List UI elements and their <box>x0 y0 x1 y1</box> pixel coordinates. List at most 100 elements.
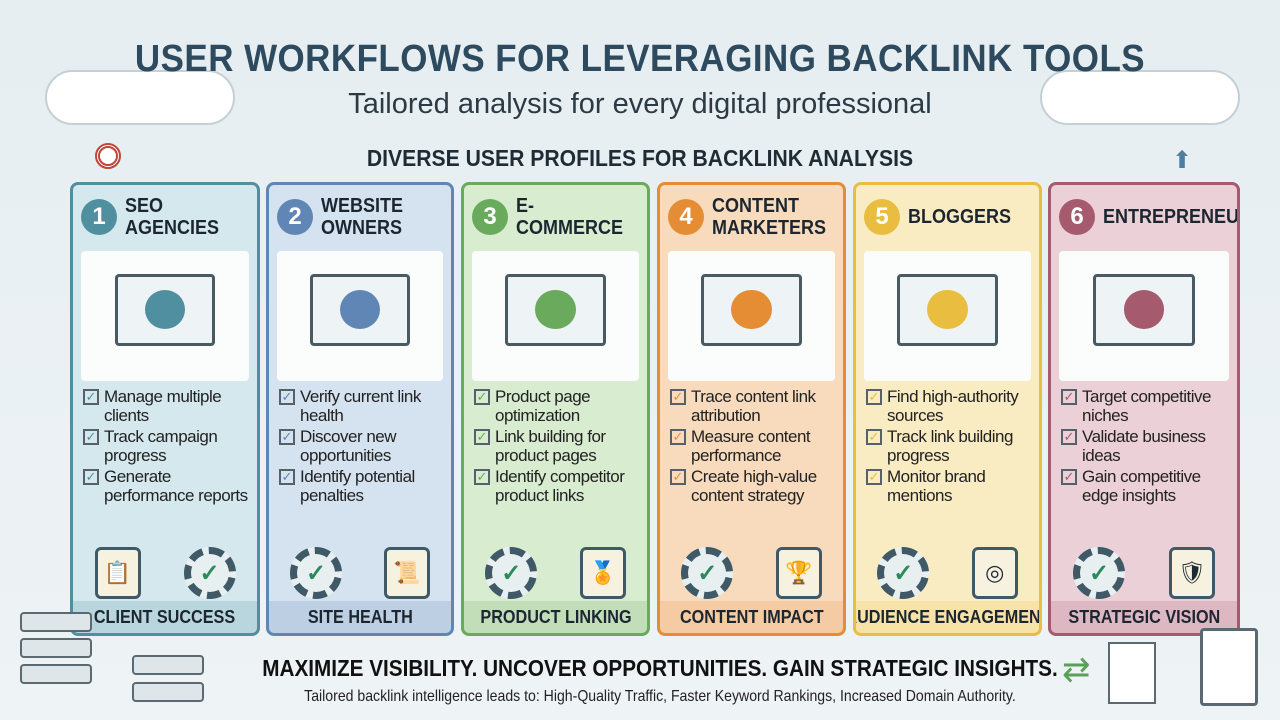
page-title: USER WORKFLOWS FOR LEVERAGING BACKLINK T… <box>134 38 1146 80</box>
list-item: ✓Gain competitive edge insights <box>1061 467 1231 505</box>
certificate-icon: 📜 <box>384 547 430 599</box>
clipboard-gear-icon: 📋 <box>94 547 141 599</box>
feature-text: Monitor brand mentions <box>887 467 986 505</box>
illustration-person-at-laptop-with-dashboards <box>81 251 249 381</box>
list-item: ✓Manage multiple clients <box>83 387 251 425</box>
arrows-icon: ⇄ <box>1062 651 1091 689</box>
tagline: MAXIMIZE VISIBILITY. UNCOVER OPPORTUNITI… <box>262 655 1058 681</box>
gear-check-icon: ✓ <box>1073 547 1125 599</box>
tagline-subtext: Tailored backlink intelligence leads to:… <box>304 688 1016 705</box>
gear-check-icon: ✓ <box>681 547 734 599</box>
list-item: ✓Product page optimization <box>474 387 641 425</box>
feature-text: Track campaign progress <box>104 427 218 465</box>
gear-check-icon: ✓ <box>290 547 342 599</box>
profile-icons: 📋✓ <box>73 547 257 599</box>
checkbox-icon: ✓ <box>279 389 295 405</box>
profile-outcome: CONTENT IMPACT <box>679 606 824 627</box>
feature-text: Product page optimization <box>495 387 591 425</box>
section-heading: DIVERSE USER PROFILES FOR BACKLINK ANALY… <box>366 145 914 171</box>
feature-text: Target competitive niches <box>1082 387 1211 425</box>
checkbox-icon: ✓ <box>670 429 686 445</box>
profile-card-6: 6 ENTREPRENEURS ✓ Target competitive nich… <box>1048 182 1240 636</box>
feature-text: Identify potential penalties <box>300 467 415 505</box>
checkbox-icon: ✓ <box>279 469 295 485</box>
list-item: ✓ Find high-authority sources <box>866 387 1033 425</box>
feature-list: ✓Verify current link health✓Discover new… <box>269 383 451 505</box>
profile-outcome: STRATEGIC VISION <box>1068 606 1220 627</box>
profile-header: 6 ENTREPRENEURS <box>1051 185 1237 249</box>
feature-text: Validate business ideas <box>1082 427 1206 465</box>
profile-card-1: 1 SEO AGENCIES ✓Manage multiple clients✓… <box>70 182 260 636</box>
report-document-icon <box>1108 642 1156 704</box>
arrow-up-icon: ⬆ <box>1172 147 1193 174</box>
illustration-linked-pages-flow <box>668 251 835 381</box>
feature-text: Trace content link attribution <box>691 387 816 425</box>
list-item: ✓ Monitor brand mentions <box>866 467 1033 505</box>
server-icon <box>132 682 204 702</box>
profile-header: 5 BLOGGERS <box>856 185 1039 249</box>
profile-footer: AUDIENCE ENGAGEMENT <box>856 601 1039 633</box>
profile-footer: CONTENT IMPACT <box>660 601 843 633</box>
shield-check-icon: 🛡 <box>1169 547 1215 599</box>
feature-text: Generate performance reports <box>104 467 248 505</box>
server-icon <box>20 664 92 684</box>
list-item: ✓ Validate business ideas <box>1061 427 1231 465</box>
profile-header: 1 SEO AGENCIES <box>73 185 257 249</box>
list-item: ✓ Generate performance reports <box>83 467 251 505</box>
checkbox-icon: ✓ <box>866 389 882 405</box>
feature-list: ✓ Trace content link attribution ✓ Measure … <box>660 383 843 505</box>
list-item: ✓Create high-value content strategy <box>670 467 837 505</box>
profile-icons: ✓◎ <box>856 547 1039 599</box>
feature-list: ✓Product page optimization✓Link building… <box>464 383 647 505</box>
list-item: ✓ Target competitive niches <box>1061 387 1231 425</box>
profile-card-2: 2 WEBSITE OWNERS ✓Verify current link he… <box>266 182 454 636</box>
illustration-laptop-globe-magnifier <box>277 251 443 381</box>
profile-outcome: CLIENT SUCCESS <box>94 606 236 627</box>
profile-name: CONTENT MARKETERS <box>712 195 827 239</box>
checkbox-icon: ✓ <box>1061 429 1077 445</box>
illustration-servers-cart-code <box>472 251 639 381</box>
checkbox-icon: ✓ <box>1061 389 1077 405</box>
target-icon <box>95 143 121 169</box>
profile-name: WEBSITE OWNERS <box>321 195 404 239</box>
profile-card-4: 4 CONTENT MARKETERS ✓ Trace content link … <box>657 182 846 636</box>
checkbox-icon: ✓ <box>83 469 99 485</box>
feature-text: Find high-authority sources <box>887 387 1019 425</box>
profile-footer: PRODUCT LINKING <box>464 601 647 633</box>
server-icon <box>20 638 92 658</box>
feature-text: Track link building progress <box>887 427 1013 465</box>
checkbox-icon: ✓ <box>83 429 99 445</box>
checkbox-icon: ✓ <box>670 389 686 405</box>
trophy-icon: 🏆 <box>775 547 822 599</box>
target-icon: ◎ <box>971 547 1018 599</box>
illustration-documents-pencil-cloud <box>864 251 1031 381</box>
list-item: ✓Verify current link health <box>279 387 445 425</box>
profile-number: 6 <box>1059 199 1095 235</box>
list-item: ✓ Measure content performance <box>670 427 837 465</box>
list-item: ✓Link building for product pages <box>474 427 641 465</box>
profile-header: 3 E-COMMERCE <box>464 185 647 249</box>
gear-check-icon: ✓ <box>183 547 236 599</box>
server-icon <box>20 612 92 632</box>
checkbox-icon: ✓ <box>1061 469 1077 485</box>
gear-check-icon: ✓ <box>485 547 538 599</box>
profile-icons: ✓🏅 <box>464 547 647 599</box>
profile-footer: STRATEGIC VISION <box>1051 601 1237 633</box>
feature-text: Measure content performance <box>691 427 811 465</box>
feature-list: ✓Find high-authority sources✓Track link … <box>856 383 1039 505</box>
award-ribbon-icon: 🏅 <box>579 547 626 599</box>
feature-text: Identify competitor product links <box>495 467 625 505</box>
checkbox-icon: ✓ <box>279 429 295 445</box>
feature-text: Manage multiple clients <box>104 387 222 425</box>
profile-number: 4 <box>668 199 704 235</box>
profile-icons: ✓🏆 <box>660 547 843 599</box>
profile-number: 2 <box>277 199 313 235</box>
checkbox-icon: ✓ <box>474 429 490 445</box>
list-item: ✓Track link building progress <box>866 427 1033 465</box>
gear-check-icon: ✓ <box>877 547 930 599</box>
profile-number: 3 <box>472 199 508 235</box>
profile-header: 2 WEBSITE OWNERS <box>269 185 451 249</box>
feature-list: ✓ Target competitive niches ✓ Validate busi… <box>1051 383 1237 505</box>
profile-name: ENTREPRENEURS <box>1103 206 1240 228</box>
checkbox-icon: ✓ <box>866 469 882 485</box>
